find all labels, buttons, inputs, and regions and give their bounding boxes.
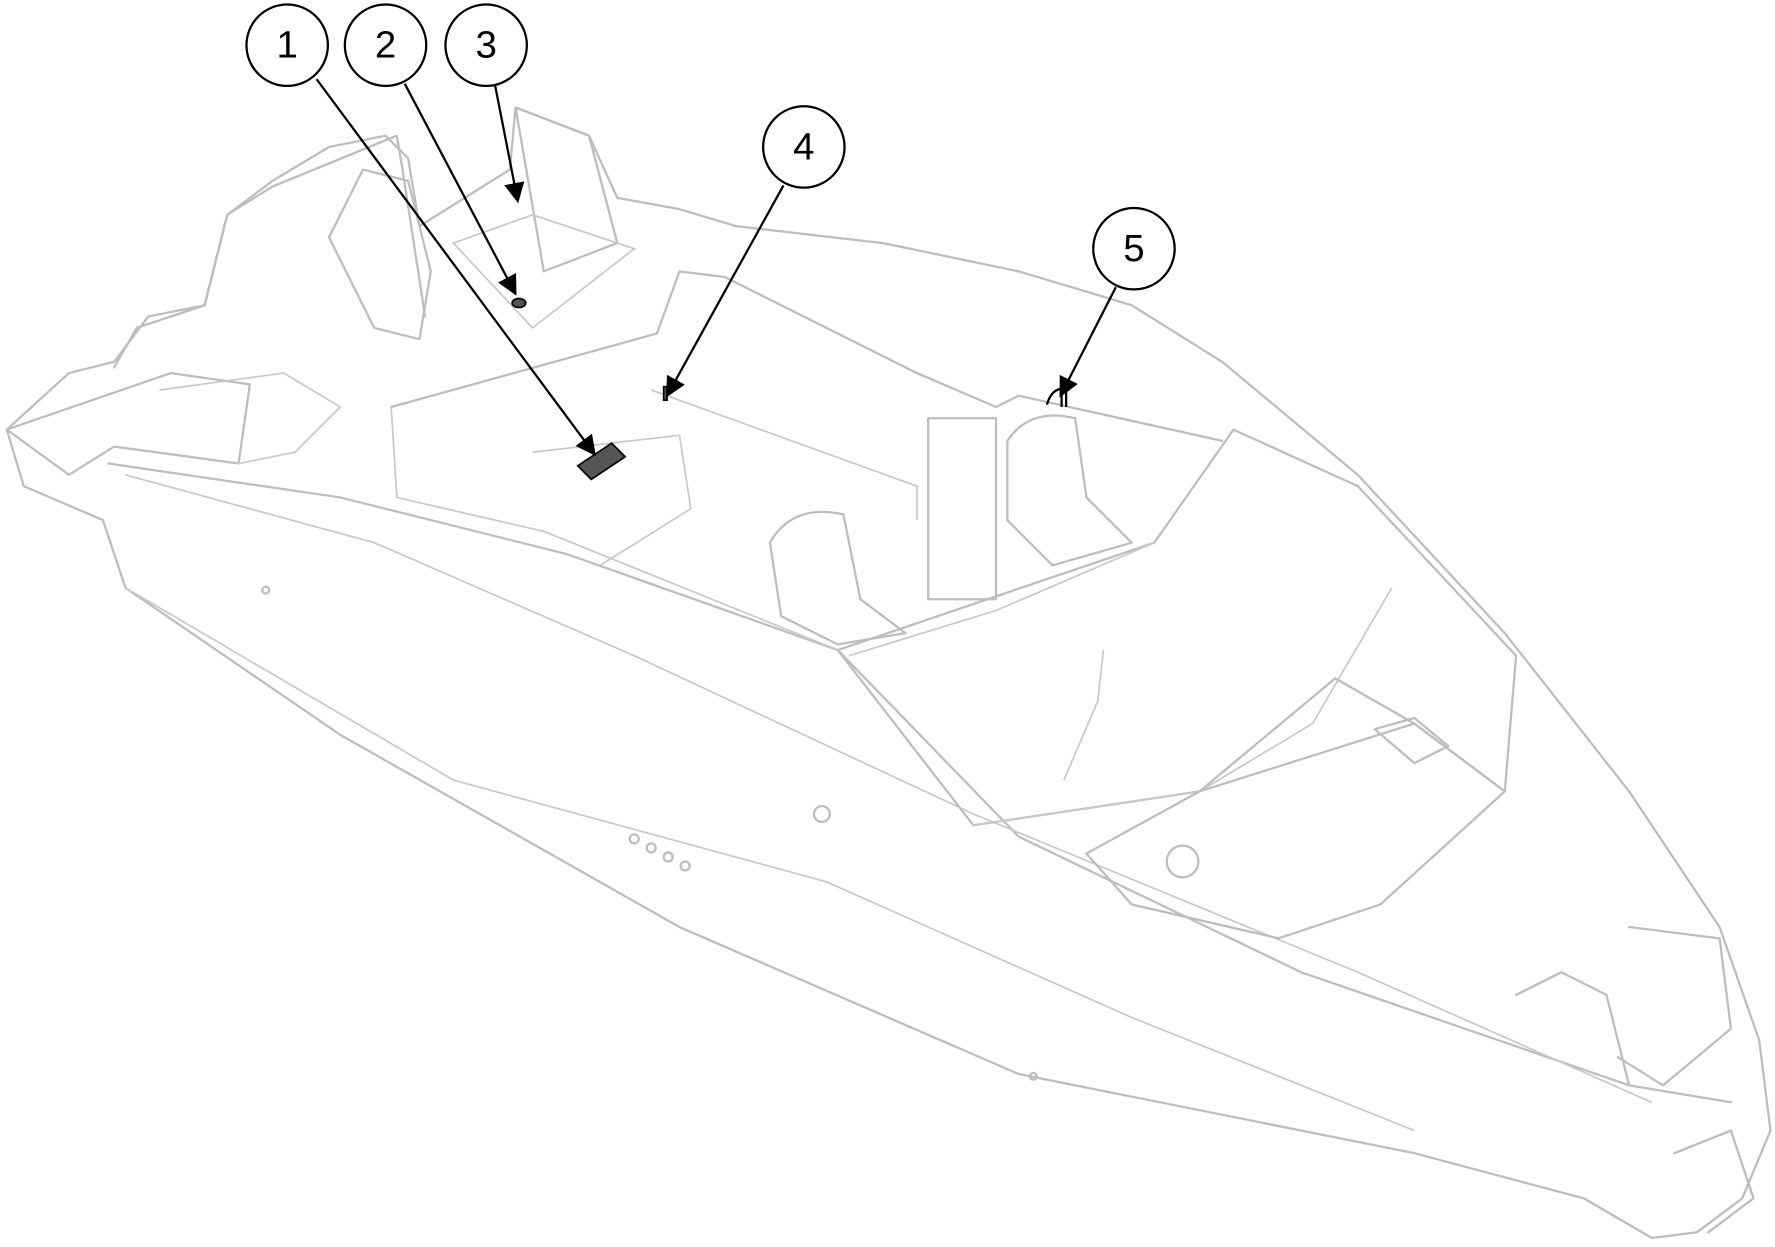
part-1 <box>576 442 627 481</box>
callout-1: 1 <box>245 3 330 88</box>
callout-label: 1 <box>276 24 297 67</box>
callout-4: 4 <box>762 105 846 189</box>
callout-5: 5 <box>1092 206 1176 291</box>
callout-label: 4 <box>793 125 814 168</box>
callout-2: 2 <box>343 3 428 88</box>
callout-label: 3 <box>475 24 496 67</box>
callout-label: 2 <box>375 24 396 67</box>
callout-3: 3 <box>444 3 528 88</box>
part-2 <box>511 297 527 309</box>
highlighted-parts <box>511 297 1070 481</box>
callout-label: 5 <box>1123 227 1144 270</box>
boat-outline <box>5 106 1772 1240</box>
leader-lines <box>315 78 1117 457</box>
part-4 <box>662 385 668 402</box>
